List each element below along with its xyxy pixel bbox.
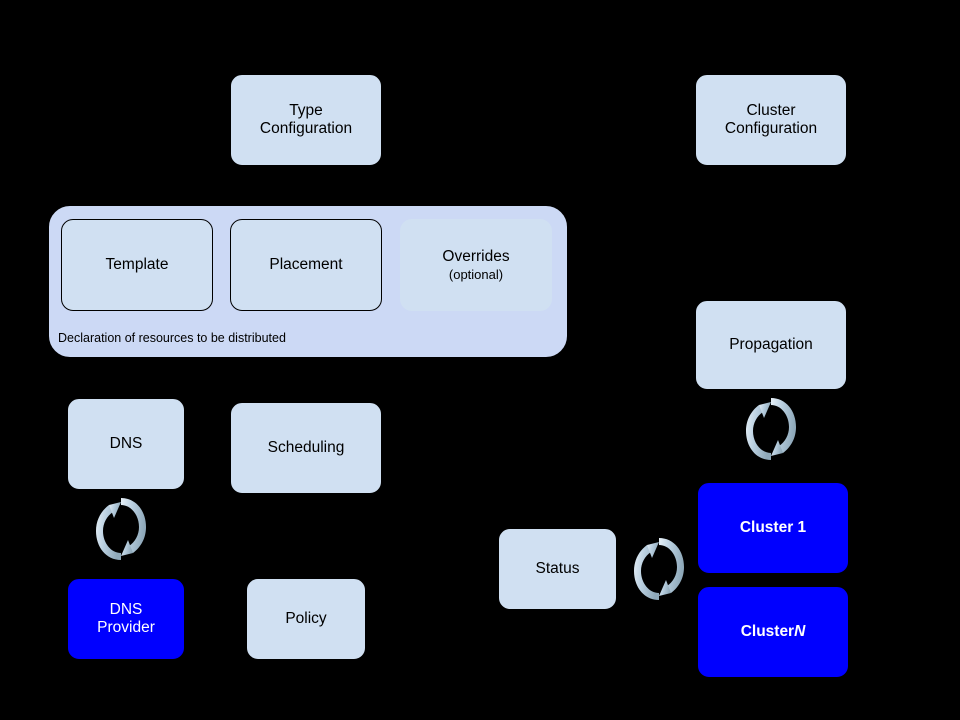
node-dns-provider[interactable]: DNS Provider	[67, 578, 185, 660]
node-cluster-configuration[interactable]: Cluster Configuration	[695, 74, 847, 166]
node-overrides-label: Overrides	[442, 247, 510, 265]
node-cluster-n-prefix: Cluster	[740, 622, 795, 640]
status-sync-icon	[634, 538, 684, 600]
node-policy[interactable]: Policy	[246, 578, 366, 660]
node-propagation[interactable]: Propagation	[695, 300, 847, 390]
node-cluster-1[interactable]: Cluster 1	[697, 482, 849, 574]
node-status[interactable]: Status	[498, 528, 617, 610]
node-type-configuration[interactable]: Type Configuration	[230, 74, 382, 166]
node-template[interactable]: Template	[61, 219, 213, 311]
node-scheduling[interactable]: Scheduling	[230, 402, 382, 494]
dns-sync-icon	[96, 498, 146, 560]
group-caption: Declaration of resources to be distribut…	[58, 331, 286, 345]
node-overrides-sublabel: (optional)	[448, 266, 504, 282]
propagation-sync-icon	[746, 398, 796, 460]
node-placement[interactable]: Placement	[230, 219, 382, 311]
node-overrides[interactable]: Overrides (optional)	[400, 219, 552, 311]
node-dns[interactable]: DNS	[67, 398, 185, 490]
node-cluster-n-index: N	[794, 622, 806, 640]
node-cluster-n[interactable]: Cluster N	[697, 586, 849, 678]
